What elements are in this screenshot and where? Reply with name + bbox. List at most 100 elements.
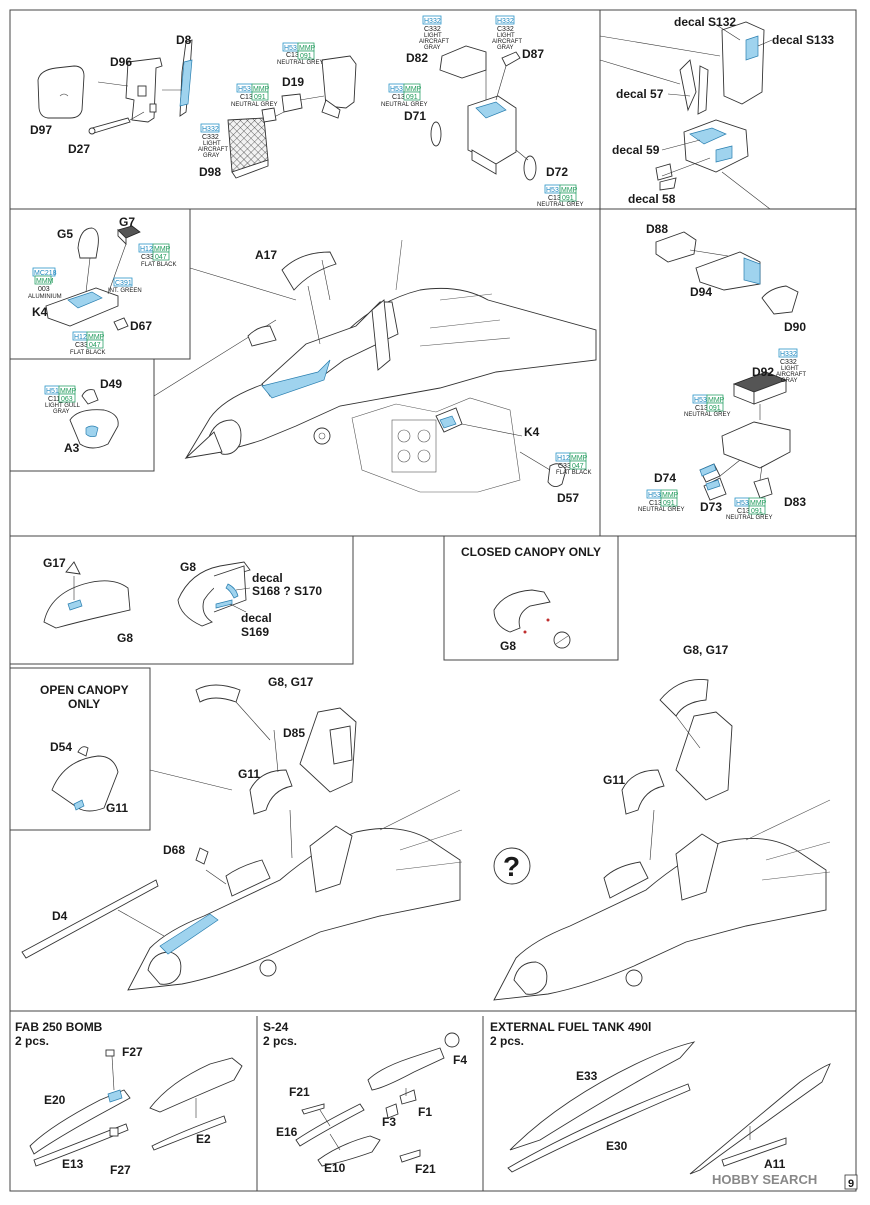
svg-text:G8: G8 <box>180 560 196 574</box>
open-canopy-title: OPEN CANOPY <box>40 683 129 697</box>
label-d82: D82 <box>406 51 428 65</box>
svg-text:D54: D54 <box>50 740 72 754</box>
svg-text:FLAT BLACK: FLAT BLACK <box>70 350 105 356</box>
seat2-section <box>655 231 799 501</box>
svg-text:C13: C13 <box>737 508 750 515</box>
paint-chip-d57: H12 MMP C33 047 FLAT BLACK <box>555 452 591 476</box>
svg-text:2 pcs.: 2 pcs. <box>490 1034 524 1048</box>
svg-text:C13: C13 <box>548 195 561 202</box>
cockpit-section <box>45 225 597 493</box>
svg-text:C332: C332 <box>497 26 514 33</box>
svg-text:MMP: MMP <box>561 187 578 194</box>
svg-text:D67: D67 <box>130 319 152 333</box>
svg-text:D85: D85 <box>283 726 305 740</box>
svg-text:A17: A17 <box>255 248 277 262</box>
label-d97: D97 <box>30 123 52 137</box>
svg-text:H53: H53 <box>736 500 749 507</box>
svg-text:C332: C332 <box>202 134 219 141</box>
fab-title: FAB 250 BOMB <box>15 1020 103 1034</box>
svg-text:H332: H332 <box>497 18 514 25</box>
svg-text:G7: G7 <box>119 215 135 229</box>
svg-text:C13: C13 <box>695 405 708 412</box>
svg-text:FLAT BLACK: FLAT BLACK <box>556 470 591 476</box>
label-decal-58: decal 58 <box>628 192 676 206</box>
svg-text:2 pcs.: 2 pcs. <box>263 1034 297 1048</box>
svg-text:D4: D4 <box>52 909 68 923</box>
svg-text:H12: H12 <box>74 334 87 341</box>
svg-text:D88: D88 <box>646 222 668 236</box>
label-decal-s133: decal S133 <box>772 33 834 47</box>
paint-chip-g7: H12 MMP C33 047 FLAT BLACK <box>138 243 176 268</box>
cockpit-part-labels: G5 G7 K4 D67 A17 D49 A3 K4 D57 <box>32 215 579 505</box>
svg-text:NEUTRAL GREY: NEUTRAL GREY <box>726 515 772 521</box>
svg-text:GRAY: GRAY <box>53 409 70 415</box>
label-d8: D8 <box>176 33 192 47</box>
svg-text:F27: F27 <box>122 1045 143 1059</box>
svg-text:NEUTRAL GREY: NEUTRAL GREY <box>381 102 427 108</box>
paint-chip-d19: H53 MMP C13 091 NEUTRAL GREY <box>277 42 323 66</box>
svg-text:AIRCRAFT: AIRCRAFT <box>492 39 522 45</box>
closed-canopy-title: CLOSED CANOPY ONLY <box>461 545 601 559</box>
svg-text:GRAY: GRAY <box>497 45 514 51</box>
svg-text:E10: E10 <box>324 1161 346 1175</box>
paint-chip-k4: H12 MMP C33 047 FLAT BLACK <box>70 331 105 356</box>
paint-chip-d82: H332 C332 LIGHT AIRCRAFT GRAY <box>419 15 449 51</box>
svg-text:E13: E13 <box>62 1157 84 1171</box>
svg-text:LIGHT: LIGHT <box>497 33 515 39</box>
svg-text:H12: H12 <box>140 246 153 253</box>
svg-text:F21: F21 <box>289 1085 310 1099</box>
svg-text:F4: F4 <box>453 1053 467 1067</box>
seat2-part-labels: D88 D94 D90 D92 D74 D73 D83 <box>646 222 806 514</box>
svg-text:G8, G17: G8, G17 <box>268 675 314 689</box>
svg-text:E16: E16 <box>276 1125 298 1139</box>
svg-text:MMP: MMP <box>253 86 270 93</box>
label-d71: D71 <box>404 109 426 123</box>
svg-text:091: 091 <box>562 195 574 202</box>
svg-text:GRAY: GRAY <box>203 153 220 159</box>
svg-text:C391: C391 <box>115 280 132 287</box>
svg-text:F27: F27 <box>110 1163 131 1177</box>
paint-chip-d49: H51 MMP C11 063 LIGHT GULL GRAY <box>44 385 81 415</box>
paint-chip-d87: H332 C332 LIGHT AIRCRAFT GRAY <box>492 15 522 51</box>
watermark-logo: HOBBY SEARCH <box>712 1172 817 1187</box>
label-decal-57: decal 57 <box>616 87 664 101</box>
footer: HOBBY SEARCH 9 <box>712 1172 858 1190</box>
svg-text:S169: S169 <box>241 625 269 639</box>
svg-text:GRAY: GRAY <box>424 45 441 51</box>
svg-text:NEUTRAL GREY: NEUTRAL GREY <box>277 60 323 66</box>
svg-text:NEUTRAL GREY: NEUTRAL GREY <box>231 102 277 108</box>
paint-chip-d92-grey: H53 MMP C13 091 NEUTRAL GREY <box>684 394 730 418</box>
svg-text:G17: G17 <box>43 556 66 570</box>
svg-text:MMP: MMP <box>88 334 105 341</box>
svg-text:G11: G11 <box>106 801 128 815</box>
svg-text:AIRCRAFT: AIRCRAFT <box>776 372 806 378</box>
svg-text:091: 091 <box>406 94 418 101</box>
svg-text:decal: decal <box>252 571 283 585</box>
svg-text:H332: H332 <box>424 18 441 25</box>
svg-text:C13: C13 <box>392 94 405 101</box>
paint-chip-d72: H53 MMP C13 091 NEUTRAL GREY <box>537 184 583 208</box>
svg-text:MMP: MMP <box>708 397 725 404</box>
label-decal-s132: decal S132 <box>674 15 736 29</box>
svg-text:LIGHT: LIGHT <box>203 141 221 147</box>
svg-text:063: 063 <box>61 396 73 403</box>
paint-chip-int-green: C391 INT. GREEN <box>108 277 142 294</box>
svg-text:MC218: MC218 <box>34 270 57 277</box>
svg-text:D74: D74 <box>654 471 676 485</box>
svg-text:C11: C11 <box>48 396 60 403</box>
svg-text:D83: D83 <box>784 495 806 509</box>
svg-text:C33: C33 <box>141 254 154 261</box>
svg-text:E30: E30 <box>606 1139 628 1153</box>
tank-title: EXTERNAL FUEL TANK 490l <box>490 1020 651 1034</box>
svg-text:2 pcs.: 2 pcs. <box>15 1034 49 1048</box>
svg-text:GRAY: GRAY <box>781 378 798 384</box>
svg-text:C13: C13 <box>286 52 299 59</box>
svg-text:FLAT BLACK: FLAT BLACK <box>141 262 176 268</box>
svg-text:MMP: MMP <box>405 86 422 93</box>
svg-text:K4: K4 <box>32 305 48 319</box>
canopy-labels: G17 G8 G8 decal S168 ? S170 decal S169 C… <box>40 545 729 923</box>
svg-text:G8: G8 <box>500 639 516 653</box>
svg-text:G8, G17: G8, G17 <box>683 643 729 657</box>
svg-text:D90: D90 <box>784 320 806 334</box>
svg-text:G5: G5 <box>57 227 73 241</box>
